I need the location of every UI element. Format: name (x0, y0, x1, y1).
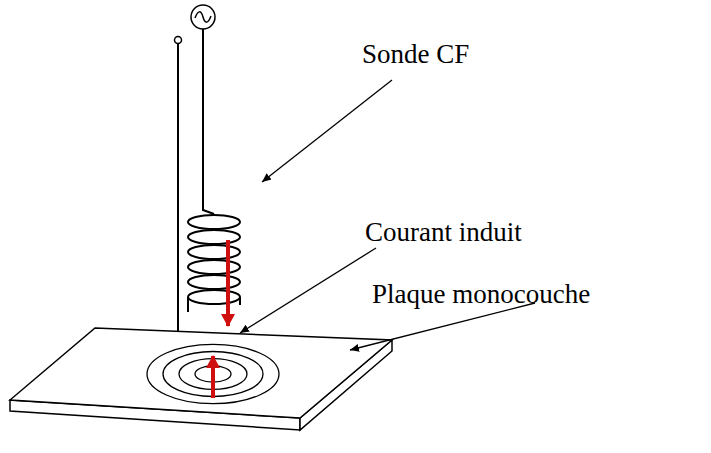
coil-turn (188, 245, 240, 259)
ac-source (191, 5, 215, 29)
coil-turn (188, 230, 240, 244)
induced-current-rings (147, 344, 279, 403)
part-label: Sonde CF (362, 40, 469, 70)
field-arrow (226, 240, 230, 326)
current-ring (147, 344, 279, 403)
induced-field-arrow (211, 356, 215, 398)
leader-lines (240, 80, 535, 350)
coil-lead (188, 297, 240, 312)
coil-turn (188, 290, 240, 304)
coil-turn (188, 260, 240, 274)
plate (10, 328, 392, 430)
coil-turn (188, 215, 240, 229)
part-label: Courant induit (365, 218, 522, 248)
coil-windings (188, 215, 240, 312)
part-label: Plaque monocouche (372, 280, 590, 310)
coil-turn (188, 275, 240, 289)
